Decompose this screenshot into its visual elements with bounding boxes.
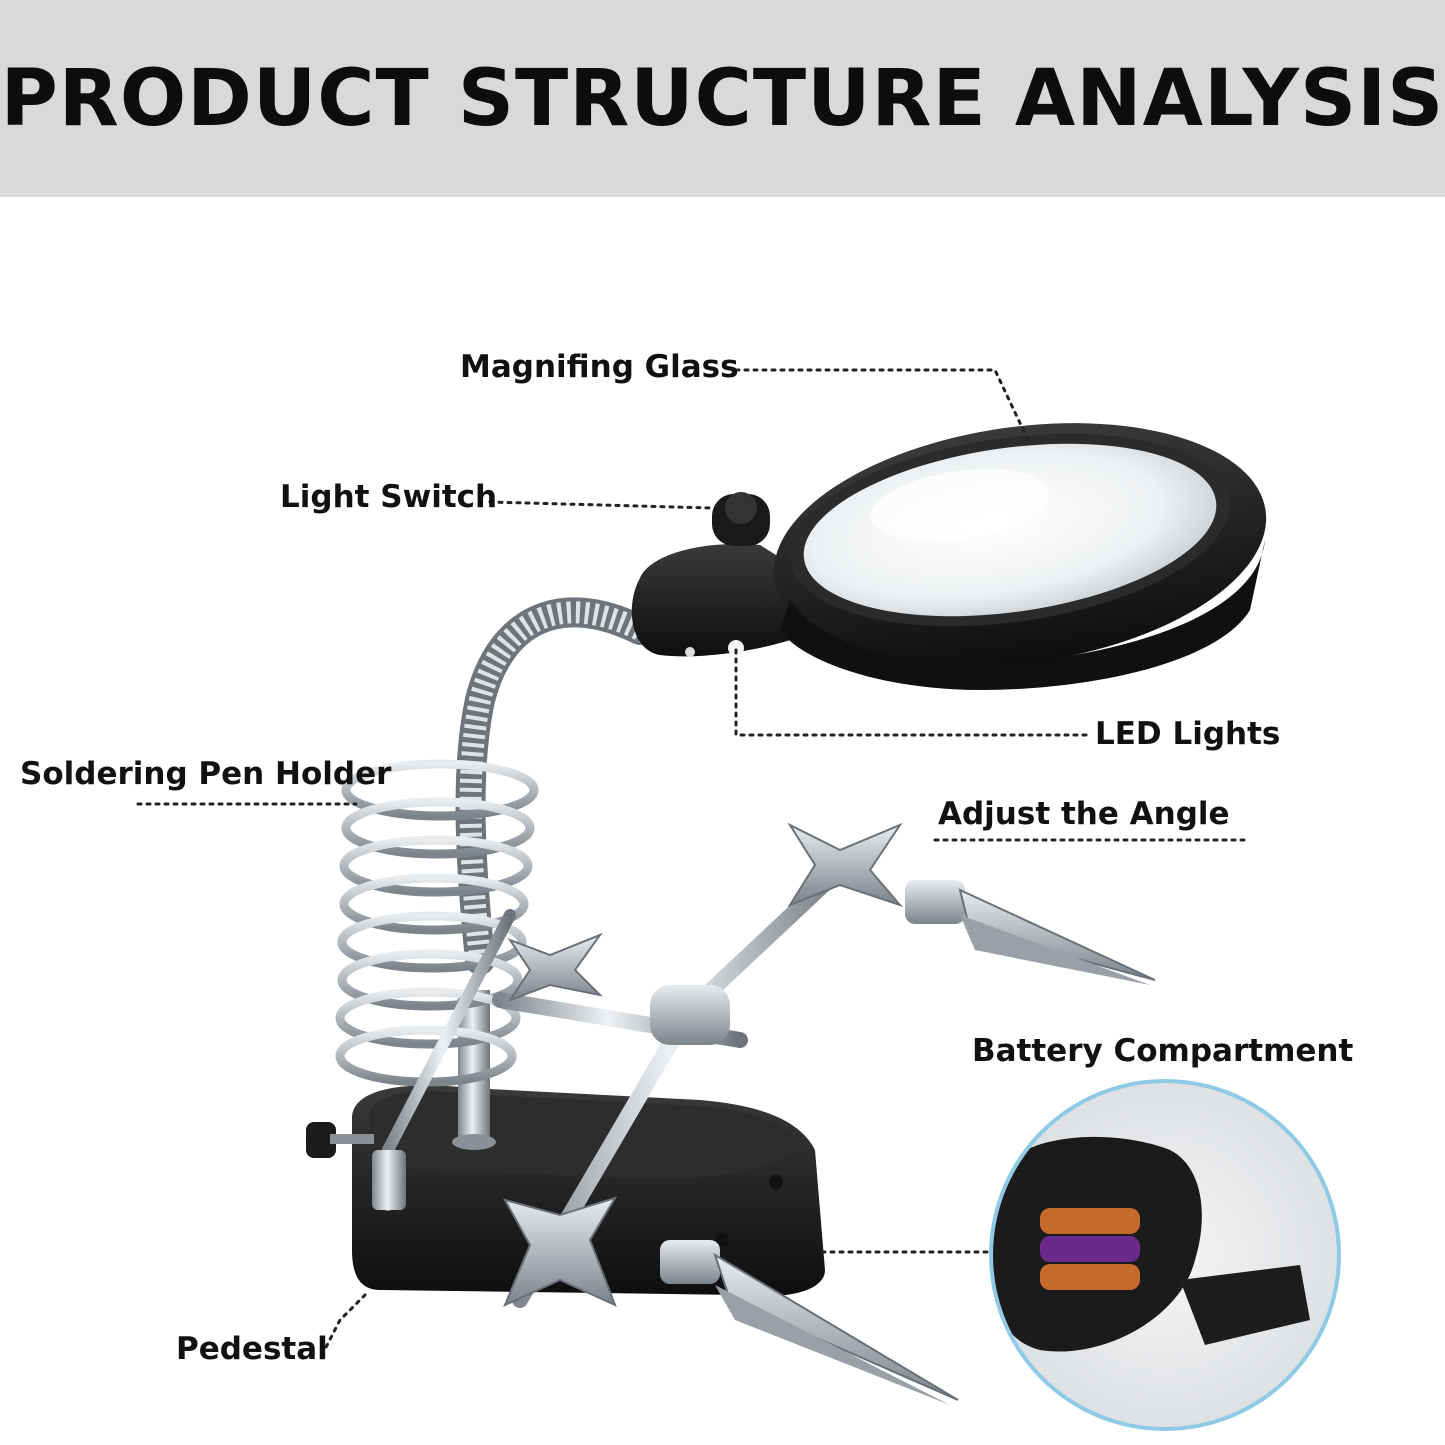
alligator-clip-upper (905, 880, 1156, 985)
wing-nut (502, 822, 904, 1307)
label-adjust-angle: Adjust the Angle (938, 796, 1230, 832)
led-light (728, 640, 744, 656)
header-banner: PRODUCT STRUCTURE ANALYSIS (0, 0, 1445, 197)
leader-magnifying-glass (734, 368, 1030, 442)
label-magnifying-glass: Magnifing Glass (460, 349, 739, 385)
leader-light-switch (488, 500, 714, 510)
label-light-switch: Light Switch (280, 479, 498, 515)
battery-callout (989, 1079, 1341, 1431)
battery-illustration (1040, 1208, 1140, 1290)
label-battery-compartment: Battery Compartment (972, 1033, 1354, 1069)
leader-led-lights (734, 648, 1094, 737)
label-soldering-pen-holder: Soldering Pen Holder (20, 756, 392, 792)
leader-lines (136, 368, 1247, 1357)
magnifier-head (631, 423, 1267, 690)
leader-pedestal (320, 1293, 367, 1357)
label-led-lights: LED Lights (1095, 716, 1281, 752)
thumb-knob (306, 1122, 374, 1158)
gooseneck-arm (455, 597, 655, 975)
label-pedestal: Pedestal (176, 1331, 328, 1367)
page-title: PRODUCT STRUCTURE ANALYSIS (0, 53, 1445, 144)
alligator-clip-lower (660, 1240, 959, 1405)
